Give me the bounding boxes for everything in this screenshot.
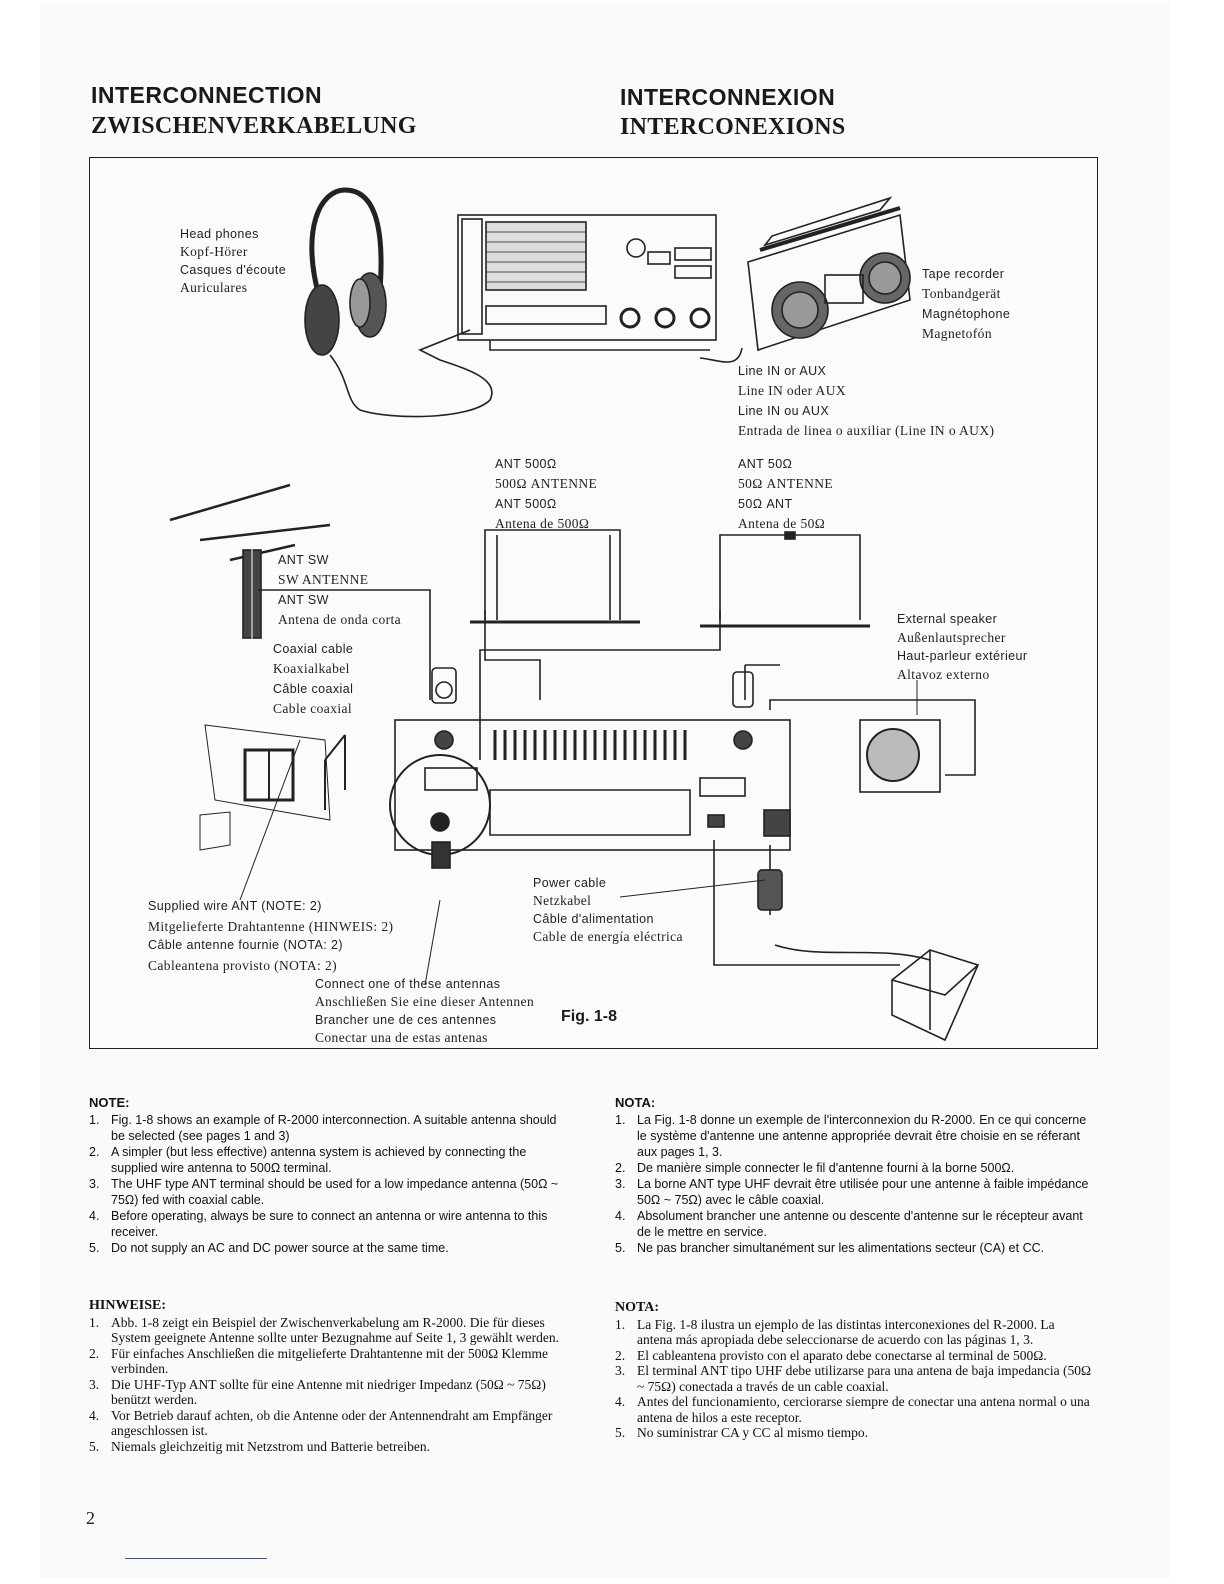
list-item: 2.Für einfaches Anschließen die mitgelie… xyxy=(89,1345,549,1377)
tape-recorder-illustration xyxy=(747,196,911,352)
notes-english-heading: NOTE: xyxy=(89,1095,130,1110)
list-item: 1.Fig. 1-8 shows an example of R-2000 in… xyxy=(89,1113,557,1143)
notes-spanish: NOTA: 1.La Fig. 1-8 ilustra un ejemplo d… xyxy=(615,1300,1093,1441)
sw-antenna-illustration xyxy=(169,483,331,640)
heading-interconnection: INTERCONNECTION xyxy=(91,82,323,108)
notes-german-heading: HINWEISE: xyxy=(89,1298,167,1313)
notes-french: NOTA: 1.La Fig. 1-8 donne un exemple de … xyxy=(615,1095,1093,1256)
headphones-illustration xyxy=(304,187,493,418)
list-item: 4.Absolument brancher une antenne ou des… xyxy=(615,1209,1083,1239)
power-and-battery-illustration xyxy=(713,840,980,1042)
list-item: 5.Ne pas brancher simultanément sur les … xyxy=(615,1241,1045,1255)
room-sketch xyxy=(199,724,346,901)
heading-zwischenverkabelung: ZWISCHENVERKABELUNG xyxy=(91,113,417,139)
list-item: 2.De manière simple connecter le fil d'a… xyxy=(615,1161,1015,1175)
list-item: 3.Die UHF-Typ ANT sollte für eine Antenn… xyxy=(89,1376,546,1408)
ant-50-label: ANT 50Ω 50Ω ANTENNE 50Ω ANT Antena de 50… xyxy=(738,457,834,531)
heading-interconexions: INTERCONEXIONS xyxy=(620,114,846,140)
tape-recorder-label: Tape recorder Tonbandgerät Magnétophone … xyxy=(922,267,1011,341)
external-speaker-label: External speaker Außenlautsprecher Haut-… xyxy=(897,612,1028,682)
ant-500-label: ANT 500Ω 500Ω ANTENNE ANT 500Ω Antena de… xyxy=(495,457,598,531)
receiver-front-illustration xyxy=(457,214,717,351)
list-item: 5.Do not supply an AC and DC power sourc… xyxy=(89,1241,449,1255)
list-item: 3.El terminal ANT tipo UHF debe utilizar… xyxy=(615,1363,1092,1394)
ant-sw-label: ANT SW SW ANTENNE ANT SW Antena de onda … xyxy=(278,553,402,627)
notes-english: NOTE: 1.Fig. 1-8 shows an example of R-2… xyxy=(89,1095,569,1256)
list-item: 1.La Fig. 1-8 ilustra un ejemplo de las … xyxy=(615,1316,1055,1348)
connect-one-label: Connect one of these antennas Anschließe… xyxy=(315,977,535,1045)
list-item: 4.Vor Betrieb darauf achten, ob die Ante… xyxy=(89,1407,553,1439)
heading-interconnexion: INTERCONNEXION xyxy=(620,84,836,110)
list-item: 2.A simpler (but less effective) antenna… xyxy=(89,1145,527,1175)
list-item: 1.Abb. 1-8 zeigt ein Beispiel der Zwisch… xyxy=(89,1314,559,1346)
list-item: 1.La Fig. 1-8 donne un exemple de l'inte… xyxy=(615,1113,1087,1159)
power-cable-label: Power cable Netzkabel Câble d'alimentati… xyxy=(533,876,683,944)
list-item: 5.Niemals gleichzeitig mit Netzstrom und… xyxy=(89,1438,431,1454)
list-item: 5.No suministrar CA y CC al mismo tiempo… xyxy=(615,1425,869,1440)
notes-spanish-heading: NOTA: xyxy=(615,1300,660,1315)
notes-german: HINWEISE: 1.Abb. 1-8 zeigt ein Beispiel … xyxy=(89,1298,569,1454)
coaxial-cable-label: Coaxial cable Koaxialkabel Câble coaxial… xyxy=(273,642,354,716)
list-item: 2.El cableantena provisto con el aparato… xyxy=(615,1347,1047,1363)
line-in-cable xyxy=(699,347,743,363)
external-speaker-illustration xyxy=(769,699,976,793)
list-item: 3.The UHF type ANT terminal should be us… xyxy=(89,1177,559,1207)
antenna-500-illustration xyxy=(470,529,640,624)
list-item: 4.Before operating, always be sure to co… xyxy=(89,1209,548,1239)
list-item: 3.La borne ANT type UHF devrait être uti… xyxy=(615,1177,1089,1207)
supplied-wire-label: Supplied wire ANT (NOTE: 2) Mitgeliefert… xyxy=(148,899,394,973)
footer-rule xyxy=(125,1558,267,1559)
notes-french-heading: NOTA: xyxy=(615,1095,656,1110)
page-number: 2 xyxy=(86,1508,95,1528)
antenna-50-illustration xyxy=(700,531,870,628)
list-item: 4.Antes del funcionamiento, cerciorarse … xyxy=(615,1394,1090,1425)
figure-number: Fig. 1-8 xyxy=(561,1008,618,1025)
line-in-label: Line IN or AUX Line IN oder AUX Line IN … xyxy=(738,364,995,438)
headphones-label: Head phones Kopf-Hörer Casques d'écoute … xyxy=(180,227,287,295)
receiver-rear-illustration xyxy=(394,719,791,851)
